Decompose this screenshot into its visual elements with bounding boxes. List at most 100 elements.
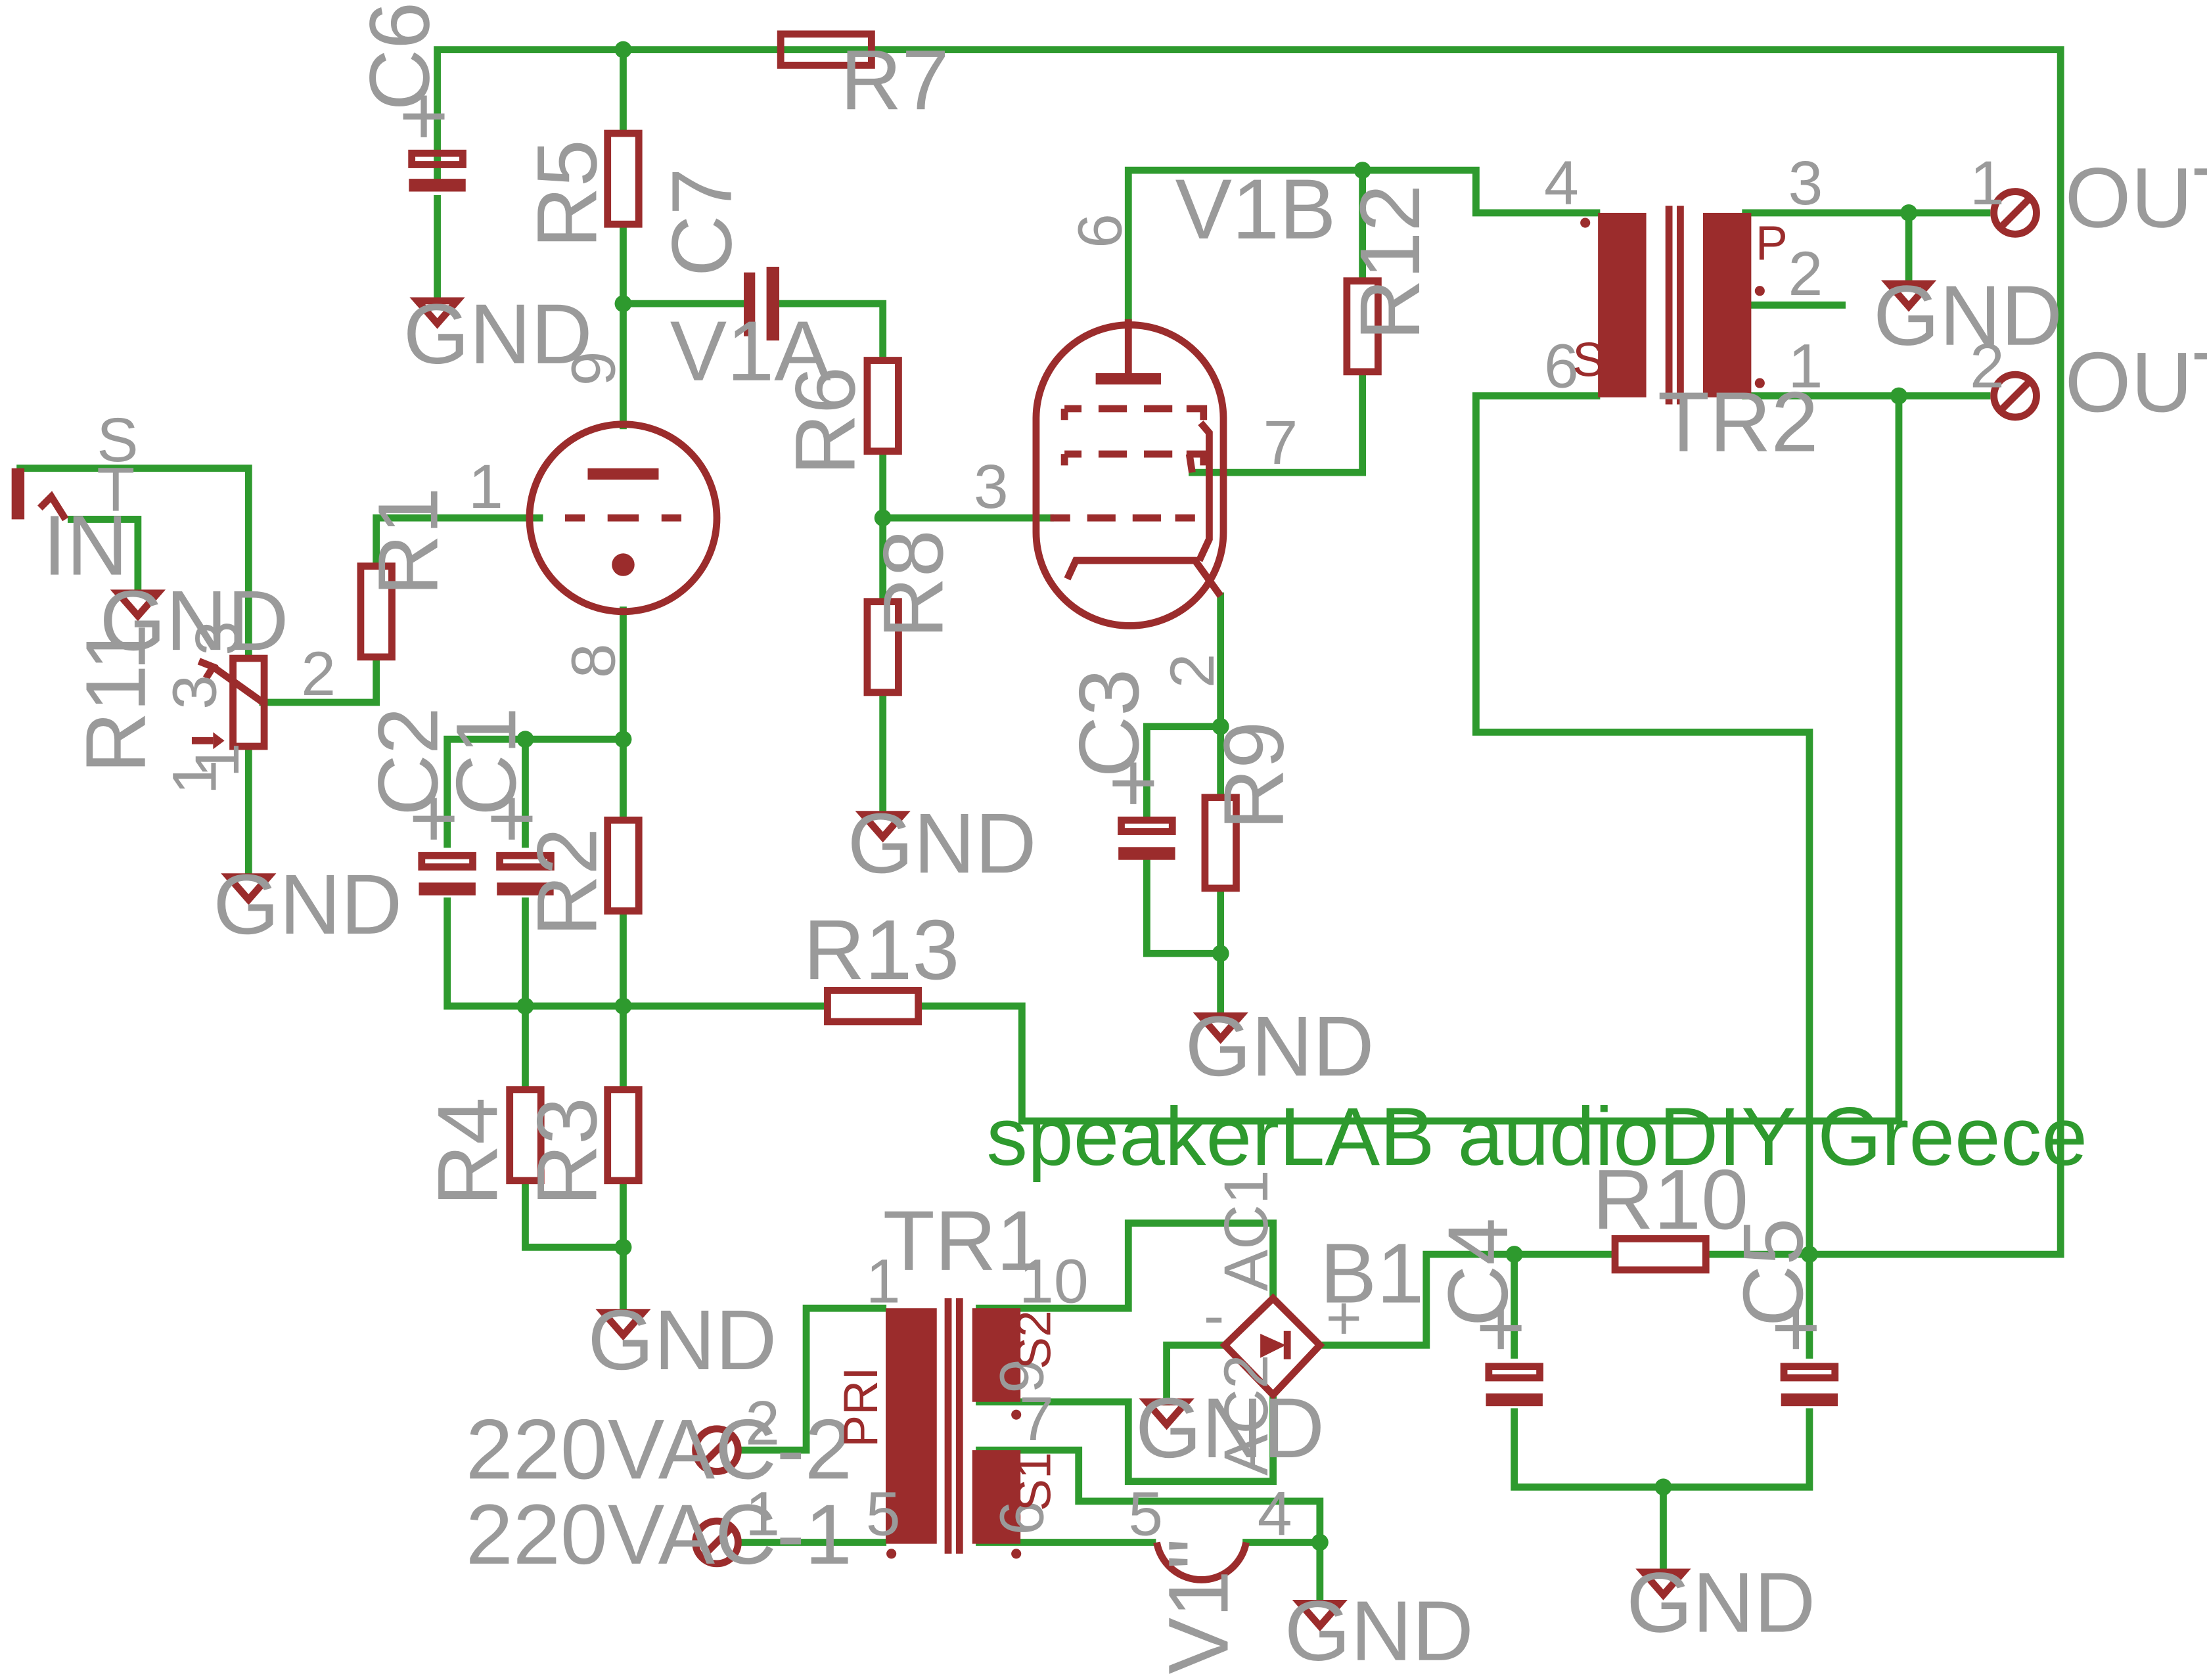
svg-text:6: 6 <box>1065 214 1135 248</box>
tube-v1b <box>1032 321 1227 629</box>
gnd-label: GND <box>848 796 1037 891</box>
gnd-labels: GND GND GND GND GND GND GND GND GND GND <box>100 269 2062 1679</box>
svg-text:7: 7 <box>1263 408 1298 478</box>
ground-symbols <box>110 280 1937 1632</box>
svg-text:+: + <box>399 68 449 163</box>
gnd-label: GND <box>1285 1584 1474 1679</box>
label-220vac-2: 220VAC-2 <box>466 1402 852 1497</box>
tube-v1a <box>526 420 721 616</box>
gnd-label: GND <box>1135 1381 1325 1476</box>
credit-text: speakerLAB audioDIY Greece <box>986 1091 2087 1183</box>
resistor-r12 <box>1343 277 1382 376</box>
gnd-label: GND <box>1873 269 2062 363</box>
svg-text:7: 7 <box>1019 1384 1054 1454</box>
resistor-r1 <box>357 562 396 661</box>
resistor-r6 <box>863 357 902 455</box>
resistor-r13 <box>824 987 922 1026</box>
resistor-r3 <box>604 1086 643 1185</box>
resistor-r2 <box>604 816 643 915</box>
label-c1: C1 <box>439 707 534 816</box>
reference-labels: R7 R5 C6 C7 V1A V1B R1 R6 R8 R12 R9 C3 C… <box>43 2 1821 1675</box>
svg-text:9: 9 <box>988 1359 1057 1394</box>
svg-text:S: S <box>1572 332 1604 386</box>
transformer-tr2-secondary <box>1702 212 1752 397</box>
label-220vac-1: 220VAC-1 <box>466 1487 852 1582</box>
terminals <box>11 188 2040 1568</box>
label-c2: C2 <box>361 707 456 816</box>
svg-text:T: T <box>97 455 135 524</box>
svg-text:2: 2 <box>1158 654 1227 689</box>
svg-text:AC1: AC1 <box>1212 1169 1281 1291</box>
label-r12: R12 <box>1343 185 1438 341</box>
label-tr2: TR2 <box>1658 375 1819 470</box>
transformer-tr2-primary <box>1598 212 1647 397</box>
svg-text:+: + <box>1325 1284 1361 1353</box>
svg-text:P: P <box>1756 216 1788 270</box>
svg-text:S: S <box>97 405 138 475</box>
svg-text:1: 1 <box>1788 332 1823 401</box>
label-in: IN <box>43 499 128 593</box>
resistor-r9 <box>1201 794 1240 892</box>
tubes <box>526 319 1227 629</box>
svg-text:8: 8 <box>559 643 629 678</box>
resistor-r4 <box>506 1086 545 1185</box>
svg-text:+: + <box>487 771 537 865</box>
svg-text:3: 3 <box>183 621 252 656</box>
label-tr1: TR1 <box>883 1194 1044 1288</box>
label-r6: R6 <box>778 367 873 476</box>
label-r5: R5 <box>520 139 614 248</box>
pin-labels: S T 1 9 8 6 3 7 2 3 2 1 3 1 4 6 3 2 1 S … <box>97 148 2005 1549</box>
gnd-label: GND <box>587 1293 777 1388</box>
transformer-tr1-s1 <box>972 1450 1021 1544</box>
svg-text:S1: S1 <box>1007 1452 1061 1511</box>
svg-text:+: + <box>409 771 459 865</box>
gnd-label: GND <box>1185 999 1375 1094</box>
transformer-tr1-s2 <box>972 1308 1021 1402</box>
svg-text:3: 3 <box>160 675 230 710</box>
label-r2: R2 <box>520 828 614 937</box>
potentiometer-r11 <box>229 654 268 750</box>
svg-text:1: 1 <box>183 743 252 778</box>
label-r10: R10 <box>1592 1152 1748 1247</box>
svg-text:2: 2 <box>1788 239 1823 309</box>
svg-text:+: + <box>1476 1281 1526 1375</box>
svg-text:6: 6 <box>1544 332 1579 401</box>
resistors <box>191 30 1710 1274</box>
svg-text:1: 1 <box>866 1247 901 1317</box>
svg-text:3: 3 <box>1788 148 1823 218</box>
label-c4: C4 <box>1431 1218 1526 1327</box>
junctions <box>516 41 1918 1551</box>
heater-v1 <box>1153 1541 1250 1583</box>
svg-text:1: 1 <box>1970 148 2005 218</box>
label-r13: R13 <box>804 903 960 997</box>
label-r4: R4 <box>421 1097 515 1206</box>
bridge-rectifier-b1 <box>1219 1293 1325 1400</box>
input-jack <box>11 468 25 520</box>
svg-text:1: 1 <box>745 1480 780 1549</box>
svg-text:+: + <box>1108 735 1158 830</box>
resistor-r7 <box>777 30 875 69</box>
svg-text:-: - <box>1204 1281 1225 1350</box>
label-r8: R8 <box>866 530 961 639</box>
svg-text:4: 4 <box>1258 1480 1292 1549</box>
svg-text:10: 10 <box>1019 1247 1089 1317</box>
label-out1: OUT-1 <box>2065 151 2207 246</box>
label-c6: C6 <box>353 2 447 111</box>
svg-text:5: 5 <box>866 1480 901 1549</box>
resistor-r5 <box>604 129 643 228</box>
label-v1pp: V1'' <box>1151 1537 1246 1674</box>
svg-text:2: 2 <box>1970 332 2005 401</box>
label-r1: R1 <box>361 487 456 596</box>
terminal-220vac-2 <box>692 1425 742 1475</box>
svg-text:1: 1 <box>160 760 230 795</box>
label-b1: B1 <box>1320 1227 1424 1321</box>
svg-text:PRI: PRI <box>834 1367 888 1447</box>
svg-text:6: 6 <box>988 1501 1057 1535</box>
gnd-label: GND <box>100 574 289 668</box>
label-c7: C7 <box>655 168 750 277</box>
gnd-label: GND <box>213 857 402 952</box>
gnd-label: GND <box>403 287 593 382</box>
svg-text:3: 3 <box>974 452 1009 522</box>
terminal-out2 <box>1990 371 2040 421</box>
svg-text:9: 9 <box>559 352 629 386</box>
